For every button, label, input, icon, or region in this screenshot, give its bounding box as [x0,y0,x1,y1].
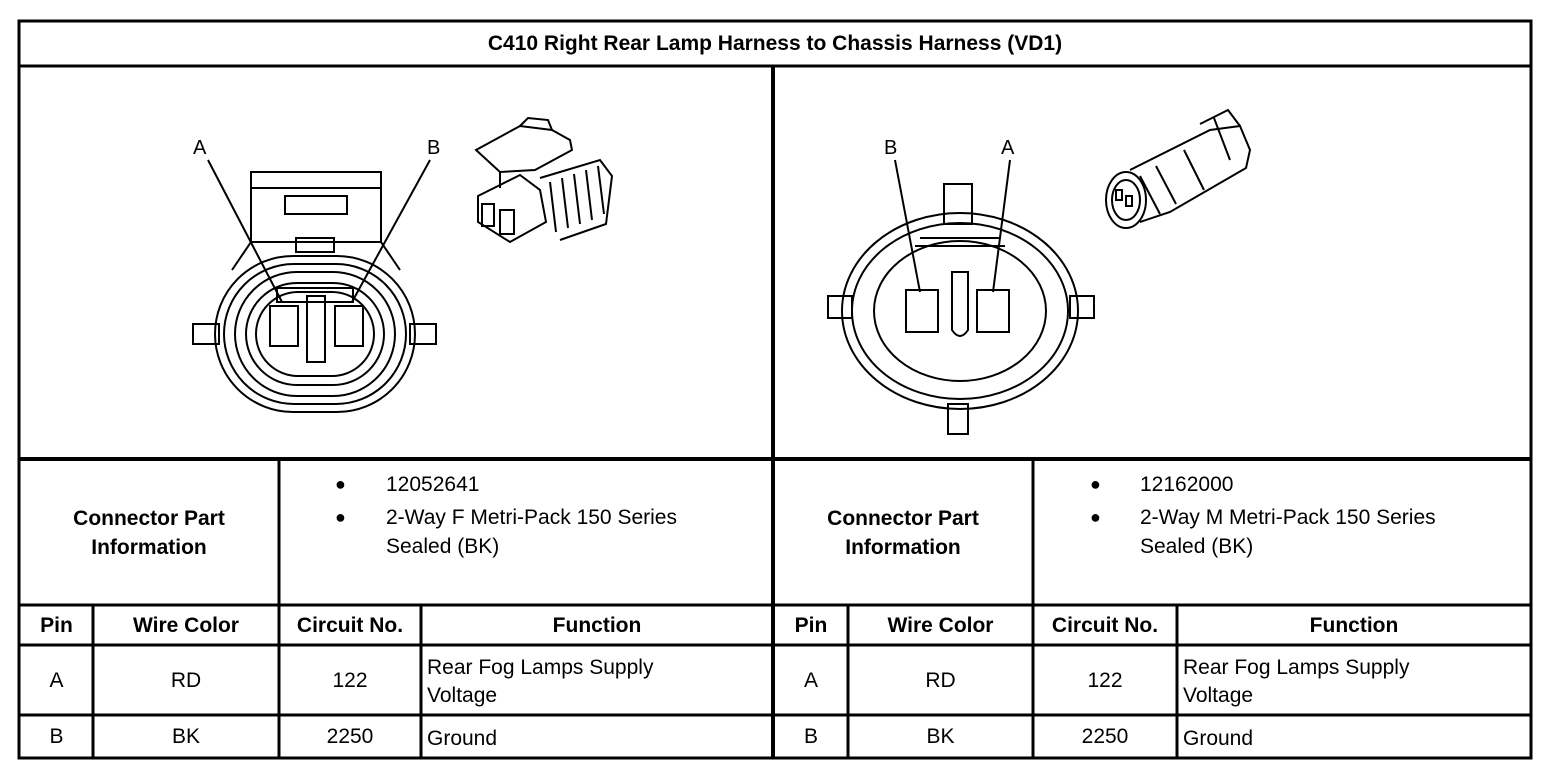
header-wire-color-left: Wire Color [133,614,239,637]
male-connector-sketch [1105,108,1252,229]
info-label-line1: Connector Part [73,507,225,530]
table-cell-wire-color: BK [926,725,955,748]
part-number-left: 12052641 [386,473,480,496]
table-cell-pin: A [49,669,64,692]
part-description-right: 2-Way M Metri-Pack 150 Series Sealed (BK… [1140,503,1436,561]
table-cell-function: Ground [1183,727,1254,750]
bullet-icon: ● [1090,474,1101,494]
pin-label-a-right: A [1001,137,1015,159]
header-wire-color-right: Wire Color [887,614,994,637]
part-number-right: 12162000 [1140,473,1234,496]
header-function-right: Function [1309,614,1399,637]
header-pin-right: Pin [794,614,828,637]
pin-label-b-right: B [884,137,897,159]
connector-part-info-label-right: Connector Part Information [774,504,1032,562]
female-connector-sketch [474,116,614,244]
function-line1: Rear Fog Lamps Supply [1183,656,1410,679]
info-label-line1: Connector Part [827,507,979,530]
bullet-icon: ● [335,507,346,527]
table-cell-circuit: 2250 [326,725,374,748]
header-function-left: Function [552,614,642,637]
table-cell-function: Rear Fog Lamps Supply Voltage [427,654,653,710]
description-line2: Sealed (BK) [386,535,500,558]
function-line2: Voltage [427,684,498,707]
function-line1: Rear Fog Lamps Supply [427,656,654,679]
table-cell-circuit: 2250 [1081,725,1129,748]
info-label-line2: Information [845,536,961,559]
header-circuit-left: Circuit No. [296,614,404,637]
table-cell-function: Ground [427,727,498,750]
male-connector-face [827,159,1095,435]
description-line2: Sealed (BK) [1140,535,1254,558]
table-cell-pin: A [803,669,818,692]
pin-label-a-left: A [193,137,207,159]
description-line1: 2-Way M Metri-Pack 150 Series [1140,506,1436,529]
description-line1: 2-Way F Metri-Pack 150 Series [386,506,677,529]
table-cell-wire-color: BK [171,725,200,748]
table-cell-circuit: 122 [1087,669,1123,692]
page-title: C410 Right Rear Lamp Harness to Chassis … [487,32,1063,55]
info-label-line2: Information [91,536,207,559]
table-cell-pin: B [49,725,64,748]
header-pin-left: Pin [40,614,73,637]
table-cell-wire-color: RD [170,669,202,692]
table-cell-circuit: 122 [332,669,368,692]
table-cell-wire-color: RD [925,669,956,692]
function-line2: Voltage [1183,684,1254,707]
table-cell-pin: B [803,725,818,748]
female-connector-face [192,159,437,413]
part-description-left: 2-Way F Metri-Pack 150 Series Sealed (BK… [386,503,677,561]
pin-label-b-left: B [427,137,440,159]
bullet-icon: ● [1090,507,1101,527]
table-grid [17,19,1533,760]
header-circuit-right: Circuit No. [1051,614,1159,637]
table-cell-function: Rear Fog Lamps Supply Voltage [1183,654,1409,710]
bullet-icon: ● [335,474,346,494]
connector-part-info-label-left: Connector Part Information [20,504,278,562]
